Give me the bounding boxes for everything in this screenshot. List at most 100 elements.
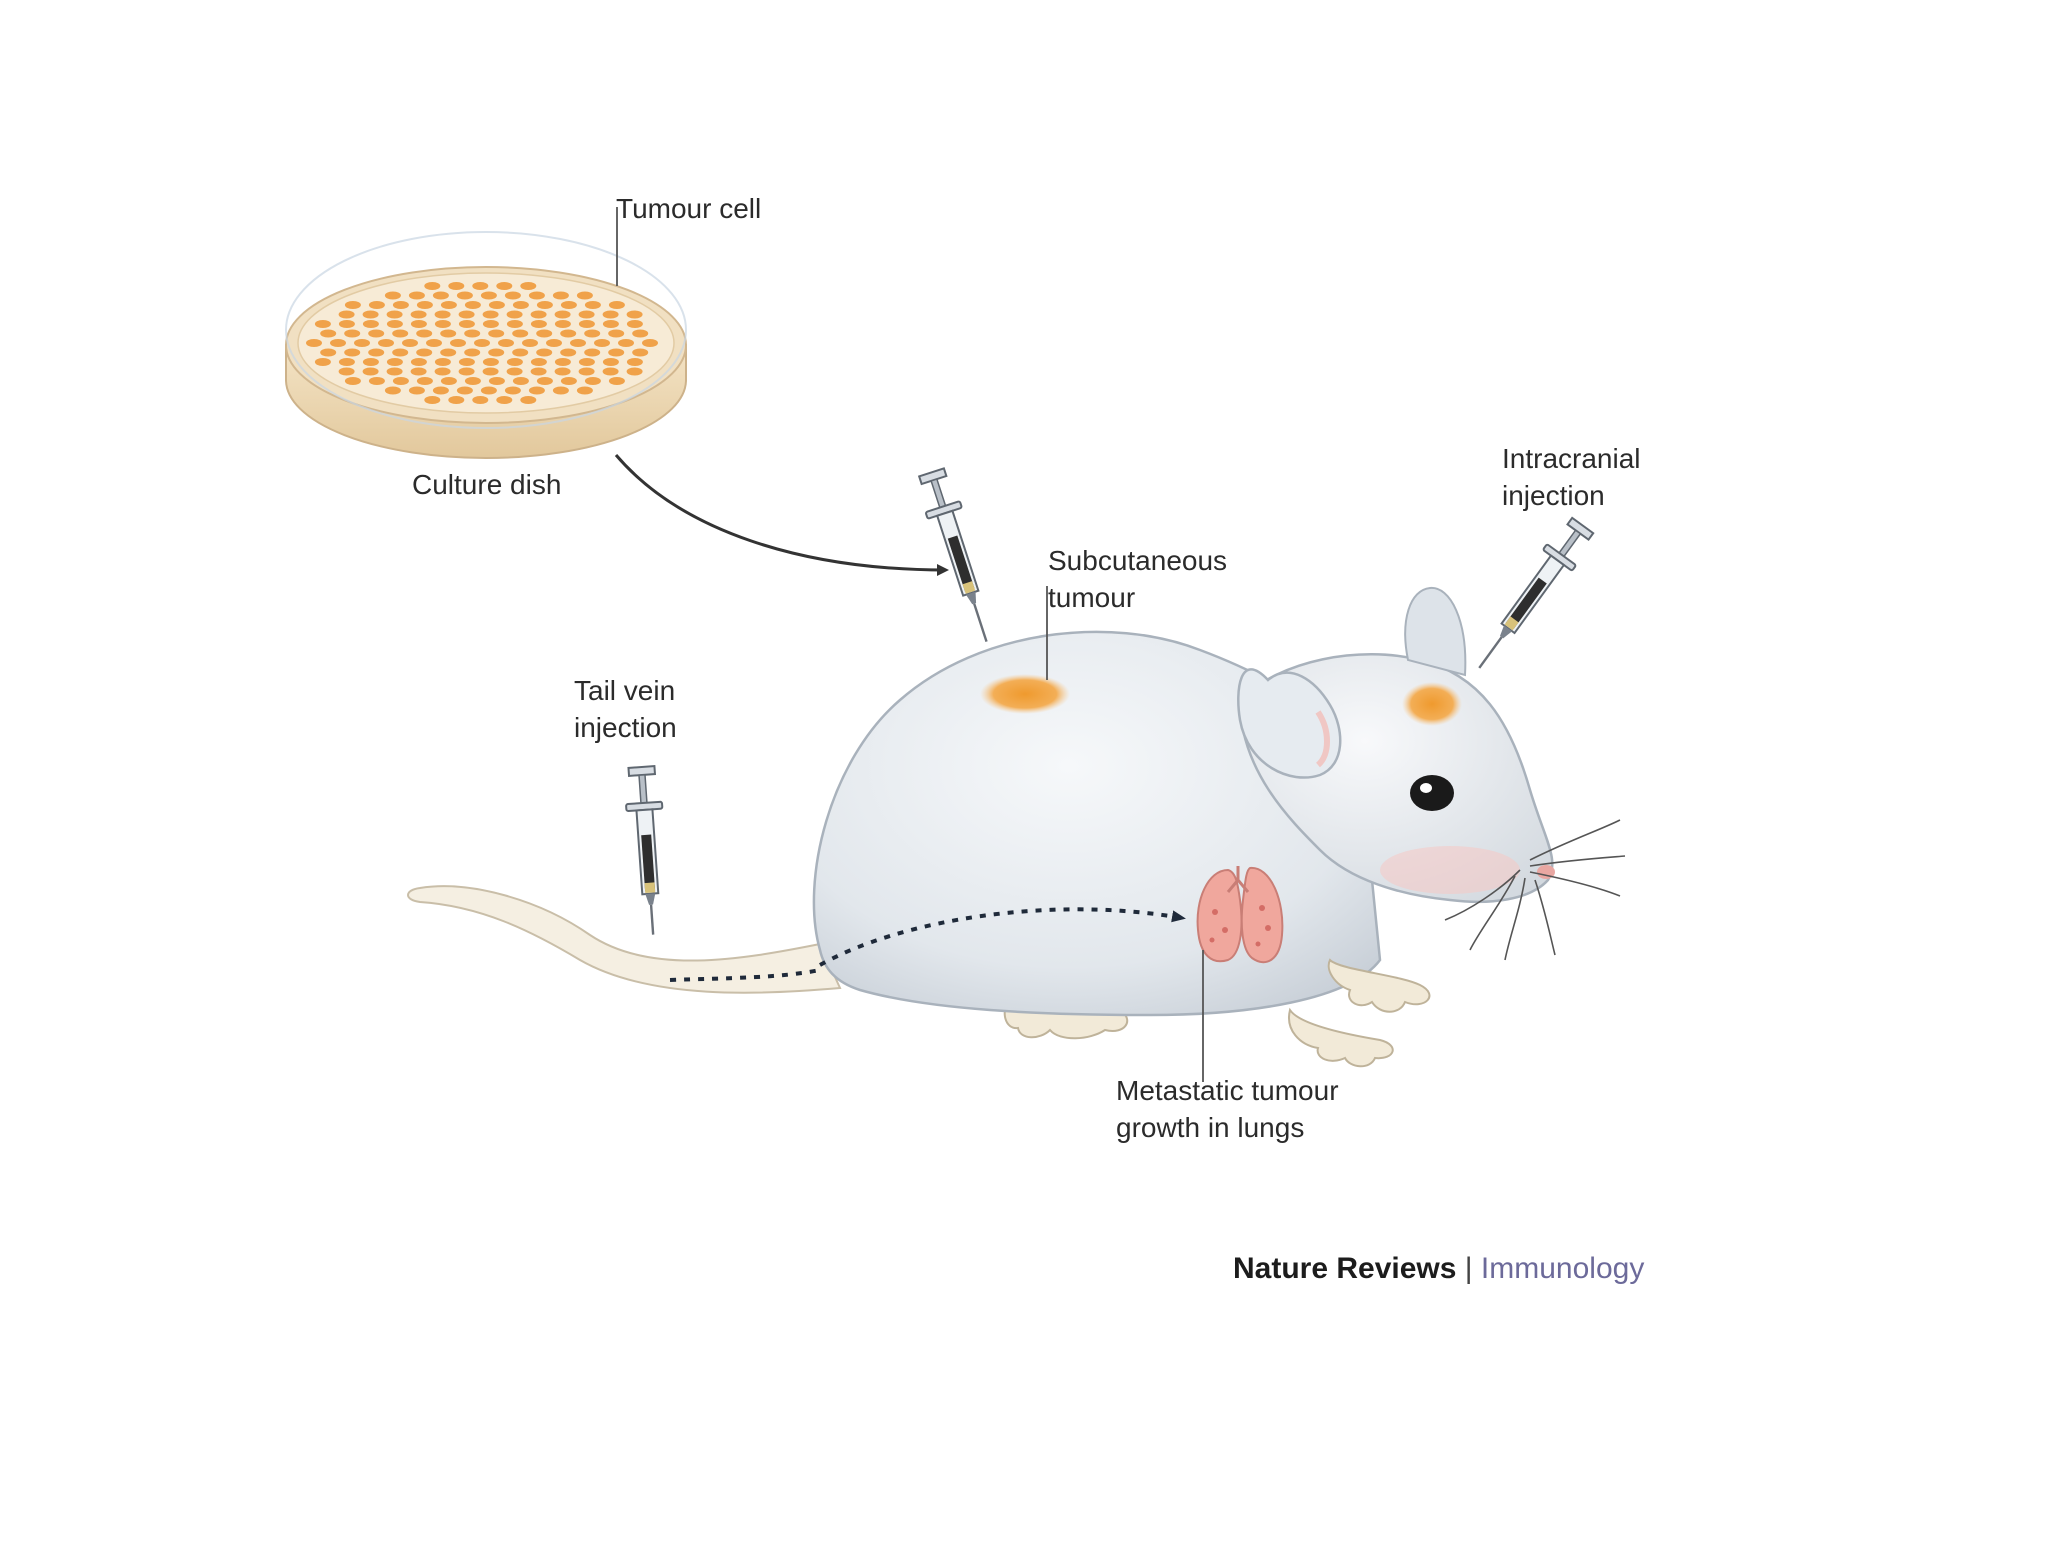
intracranial-label-line1: Intracranial [1502, 443, 1641, 474]
tumour-cell-dot [392, 301, 409, 309]
tumour-cell-dot [344, 301, 361, 309]
tumour-cell-dot [504, 386, 521, 395]
tumour-cell-dot [378, 339, 394, 347]
tumour-cell-dot [560, 348, 577, 357]
tail-vein-label-line1: Tail vein [574, 675, 676, 706]
tumour-cell-dot [402, 339, 418, 347]
tumour-cell-dot [584, 377, 601, 385]
tumour-cell-dot [552, 291, 569, 300]
tumour-cell-dot [458, 367, 475, 376]
tumour-cell-dot [520, 282, 537, 290]
tumour-cell-dot [528, 291, 545, 300]
tumour-cell-dot [416, 377, 433, 385]
tumour-cell-dot [386, 358, 403, 366]
tumour-cell-dot [554, 367, 571, 376]
subcutaneous-tumour-spot [980, 674, 1070, 714]
tumour-cell-dot [578, 310, 595, 319]
tumour-cell-dot [434, 367, 451, 376]
subcutaneous-label-line2: tumour [1048, 582, 1136, 613]
tumour-cell-dot [496, 282, 513, 290]
tail-vein-injection-label: Tail vein injection [574, 672, 677, 746]
tumour-cell-dot [464, 348, 481, 357]
tumour-cell-label: Tumour cell [616, 193, 762, 224]
tumour-cell-dot [416, 301, 433, 309]
tumour-cell-dot [608, 301, 625, 309]
tumour-cell-dot [458, 310, 475, 319]
tumour-cell-dot [410, 320, 427, 328]
tumour-cell-dot [512, 377, 529, 385]
tumour-cell-dot [512, 301, 529, 309]
tumour-cell-dot [362, 310, 379, 319]
tumour-cell-dot [458, 358, 475, 366]
syringe-icon [1478, 516, 1595, 669]
tumour-cell-dot [432, 291, 449, 300]
tail-vein-label-line2: injection [574, 712, 677, 743]
syringe-icon [917, 467, 988, 643]
lungs-icon [1196, 866, 1284, 964]
tumour-cell-dot [338, 310, 355, 319]
tumour-cell-dot [482, 320, 499, 328]
tumour-cell-dot [432, 386, 449, 395]
mouse-icon [407, 586, 1626, 1068]
tumour-cell-dot [408, 386, 425, 395]
tumour-cell-dot [448, 282, 465, 290]
tumour-cell-dot [392, 329, 409, 338]
tumour-cell-dot [448, 396, 465, 404]
tumour-cell-dot [530, 367, 547, 376]
tumour-cell-dot [576, 386, 593, 395]
tumour-cell-dot [392, 377, 409, 385]
tumour-cell-dot [338, 358, 355, 366]
tumour-cell-dot [576, 291, 593, 300]
tumour-cell-dot [602, 358, 619, 366]
tumour-cell-dot [530, 320, 547, 328]
tumour-cell-dot [632, 329, 649, 338]
tumour-cell-dot [392, 348, 409, 357]
tumour-cell-dot [522, 339, 538, 347]
tumour-cell-dot [440, 301, 457, 309]
tumour-cell-dot [424, 282, 441, 290]
credit-separator: | [1464, 1252, 1473, 1285]
tumour-cell-dot [530, 358, 547, 366]
tumour-cell-dot [368, 377, 385, 385]
tumour-cell-dot [362, 358, 379, 366]
tumour-cell-dot [306, 339, 322, 347]
subcutaneous-tumour-label: Subcutaneous tumour [1048, 542, 1227, 616]
tumour-cell-dot [602, 310, 619, 319]
tumour-cell-dot [536, 377, 553, 385]
tumour-cell-dot [482, 367, 499, 376]
tumour-cell-dot [608, 348, 625, 357]
tumour-cell-dot [554, 358, 571, 366]
metastatic-label-line1: Metastatic tumour [1116, 1075, 1339, 1106]
tumour-cell-dot [320, 348, 337, 357]
tumour-cell-dot [464, 301, 481, 309]
tumour-cell-dot [424, 396, 441, 404]
metastatic-label-line2: growth in lungs [1116, 1112, 1305, 1143]
journal-section: Immunology [1480, 1252, 1645, 1285]
culture-dish-icon [285, 231, 687, 459]
tumour-cell-dot [584, 348, 601, 357]
tumour-cell-dot [344, 329, 361, 338]
tumour-cell-dot [594, 339, 610, 347]
tumour-cell-dot [552, 386, 569, 395]
tumour-cell-dot [416, 348, 433, 357]
intracranial-tumour-spot [1402, 682, 1462, 726]
metastatic-growth-label: Metastatic tumour growth in lungs [1116, 1072, 1339, 1146]
tumour-cell-dot [512, 329, 529, 338]
tumour-cell-dot [504, 291, 521, 300]
tumour-cell-dot [440, 329, 457, 338]
tumour-cell-dot [474, 339, 490, 347]
tumour-cell-dot [314, 320, 331, 328]
tumour-cell-dot [368, 348, 385, 357]
tumour-cell-dot [368, 301, 385, 309]
tumour-cell-dot [314, 358, 331, 366]
tumour-cell-dot [560, 301, 577, 309]
syringe-icon [625, 765, 664, 935]
tumour-cell-dot [496, 396, 513, 404]
tumour-cell-dot [344, 377, 361, 385]
tumour-cell-dot [578, 358, 595, 366]
tumour-cell-dot [472, 396, 489, 404]
tumour-cell-dot [440, 348, 457, 357]
tumour-cell-dot [488, 348, 505, 357]
tumour-cell-dot [584, 329, 601, 338]
